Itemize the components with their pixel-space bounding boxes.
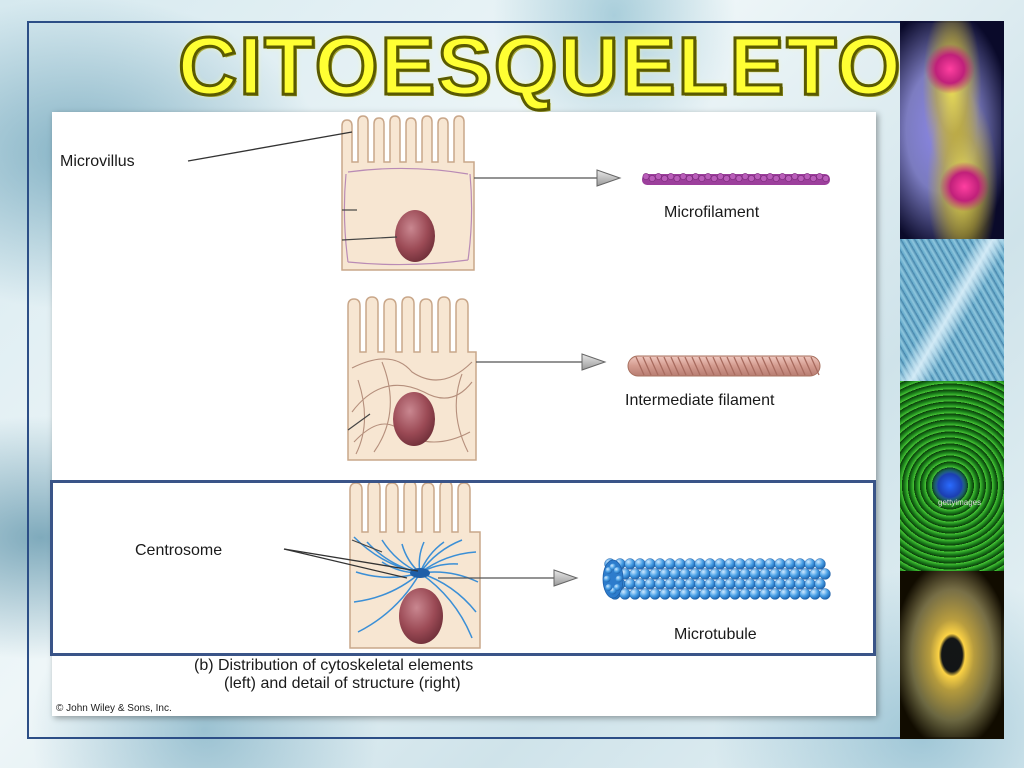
micrograph-actin-cells-image: [900, 21, 1004, 239]
micrograph-microtubule-green-image: [900, 381, 1004, 571]
centrosome-body: [410, 568, 430, 578]
copyright-text: © John Wiley & Sons, Inc.: [56, 703, 172, 714]
microvillus-leader-line: [187, 131, 353, 162]
label-intermediate-filament: Intermediate filament: [625, 392, 775, 409]
arrow-microtubule: [438, 569, 579, 587]
micrograph-filament-render-image: [900, 239, 1004, 381]
nucleus: [399, 588, 443, 644]
label-microfilament: Microfilament: [664, 204, 760, 221]
label-microtubule: Microtubule: [674, 626, 757, 643]
cytoskeleton-diagram: Microvillus Microfilament Intermediate f…: [56, 115, 831, 714]
microtubule-detail: [602, 558, 831, 600]
micrograph-yellow-network-image: [900, 571, 1004, 739]
microfilament-detail: [642, 173, 830, 185]
cell-intermediate-filament: [347, 296, 477, 461]
intermediate-filament-detail: [627, 355, 821, 377]
cell-microfilament: [341, 115, 475, 271]
caption-line-2: (left) and detail of structure (right): [224, 675, 461, 692]
caption-line-1: (b) Distribution of cytoskeletal element…: [194, 657, 473, 674]
micrograph-strip: [900, 21, 1004, 739]
slide-title: CITOESQUELETO: [177, 20, 903, 113]
cell-microtubule: [349, 480, 481, 649]
diagram-panel: Microvillus Microfilament Intermediate f…: [52, 112, 876, 716]
centrosome-leader-lines: [283, 548, 419, 579]
nucleus: [393, 392, 435, 446]
label-centrosome: Centrosome: [135, 542, 222, 559]
nucleus: [395, 210, 435, 262]
getty-watermark: gettyimages: [938, 498, 982, 507]
arrow-microfilament: [474, 169, 622, 187]
label-microvillus: Microvillus: [60, 153, 135, 170]
arrow-intermediate-filament: [476, 353, 607, 371]
